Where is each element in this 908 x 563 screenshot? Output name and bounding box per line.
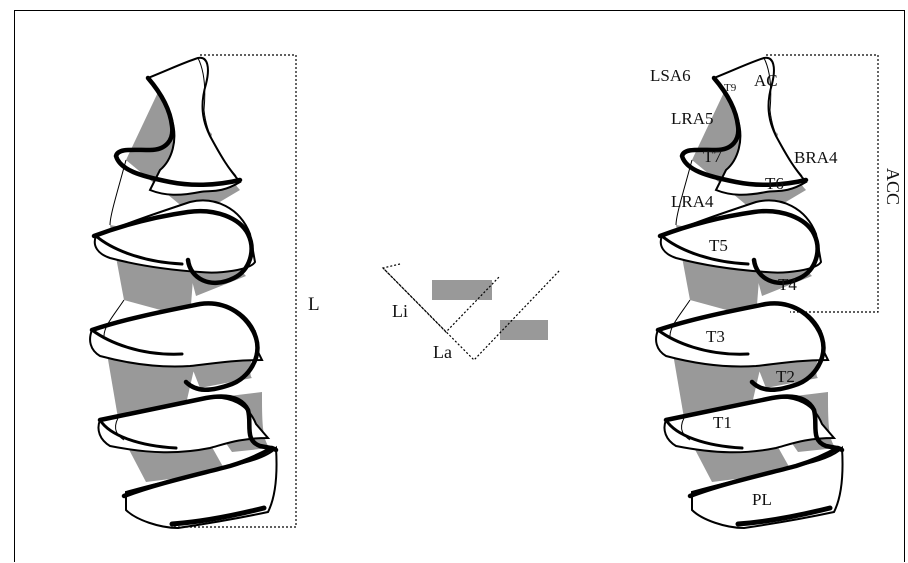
label-t6: T6 (765, 174, 784, 193)
label-lra4: LRA4 (671, 192, 714, 211)
left-specimen (90, 58, 276, 528)
label-t5: T5 (709, 236, 728, 255)
label-bra4: BRA4 (794, 148, 838, 167)
label-pl: PL (752, 490, 772, 509)
acc-bracket (766, 54, 879, 313)
length-bracket (172, 54, 297, 528)
label-ac: AC (754, 71, 778, 90)
label-lsa6: LSA6 (650, 66, 691, 85)
label-li: Li (392, 301, 408, 321)
figure-frame (14, 10, 905, 562)
measurement-lines (381, 263, 561, 361)
label-acc: ACC (883, 168, 903, 205)
label-lra5: LRA5 (671, 109, 714, 128)
middle-specimen (432, 280, 548, 340)
label-la: La (433, 342, 452, 362)
label-t2: T2 (776, 367, 795, 386)
right-specimen (656, 58, 842, 528)
label-t4: T4 (778, 275, 797, 294)
label-t9: T9 (724, 82, 737, 94)
label-t3: T3 (706, 327, 725, 346)
label-t7: T7 (703, 147, 722, 166)
label-l: L (308, 294, 320, 315)
label-t1: T1 (713, 413, 732, 432)
